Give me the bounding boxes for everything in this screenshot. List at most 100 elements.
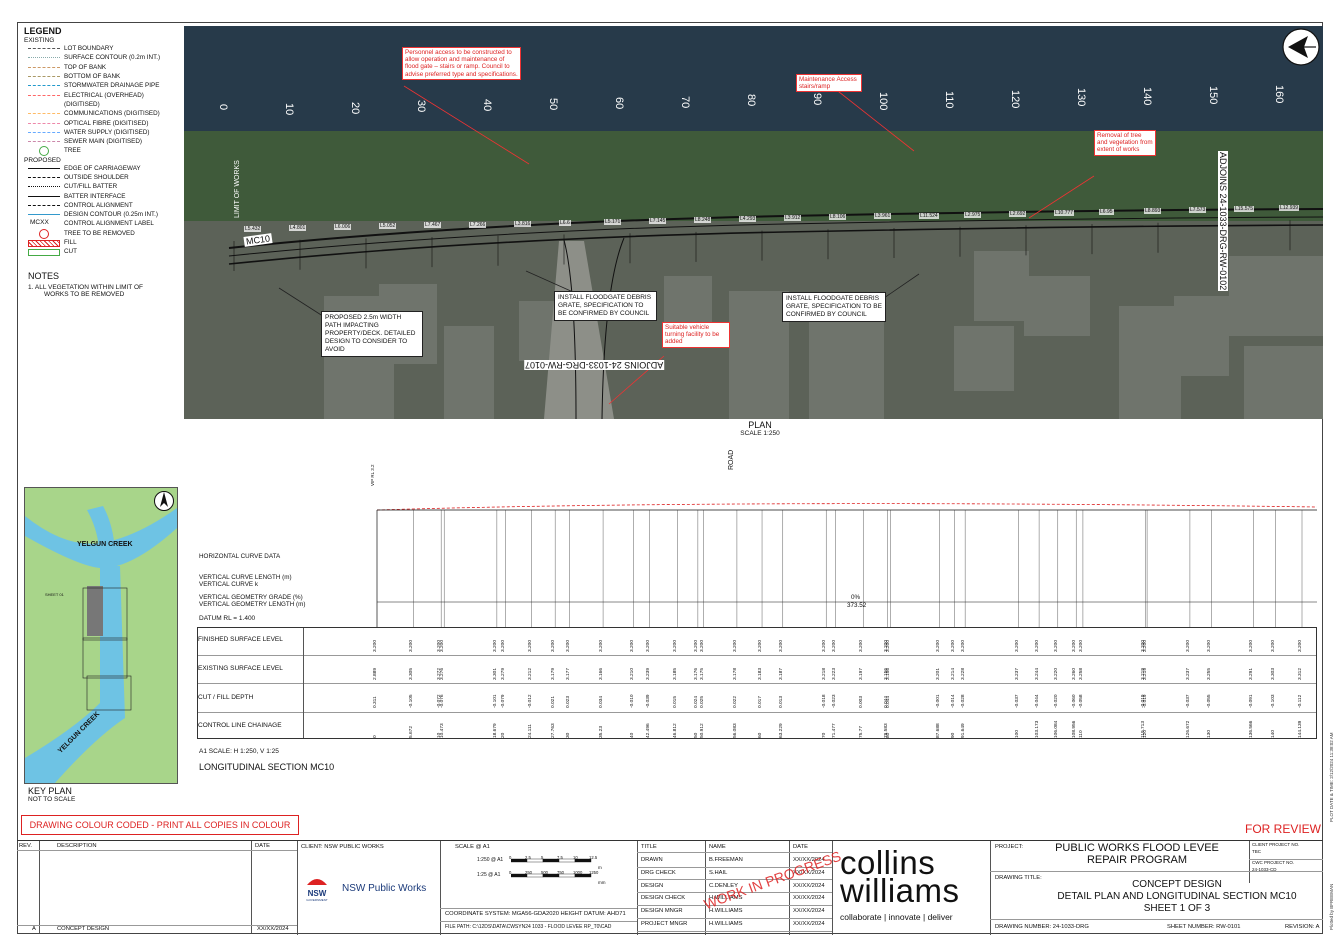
signoff-date: XX/XX/2024 bbox=[793, 895, 825, 902]
ls-value: 3.305 bbox=[409, 667, 415, 680]
scale-tick-label: 10 bbox=[573, 855, 578, 860]
creek-upper bbox=[25, 508, 177, 569]
ls-value: 3.200 bbox=[1207, 639, 1213, 652]
ls-value: 3.200 bbox=[645, 639, 651, 652]
label-vgrade: VERTICAL GEOMETRY GRADE (%) bbox=[199, 594, 303, 601]
plan-title-block: PLAN SCALE 1:250 bbox=[700, 420, 820, 437]
legend-label: CUT/FILL BATTER bbox=[64, 183, 118, 191]
ls-value: 0.021 bbox=[551, 695, 557, 708]
legend-symbol bbox=[24, 109, 64, 118]
ls-value: 3.223 bbox=[831, 667, 837, 680]
segment-label: L2.975 bbox=[964, 211, 982, 218]
ls-value: -0.103 bbox=[1271, 694, 1277, 708]
signoff-name: H.WILLIAMS bbox=[709, 908, 743, 915]
legend-label: CONTROL ALIGNMENT LABEL bbox=[64, 220, 154, 228]
signoff-name-header: NAME bbox=[709, 844, 726, 850]
label-hcurve: HORIZONTAL CURVE DATA bbox=[199, 553, 281, 560]
ls-value: 3.200 bbox=[1249, 639, 1255, 652]
ls-value: 50 bbox=[693, 732, 699, 738]
legend-item: SEWER MAIN (DIGITISED) bbox=[24, 137, 180, 146]
legend-label: OPTICAL FIBRE (DIGITISED) bbox=[64, 119, 149, 127]
legend-symbol bbox=[24, 63, 64, 72]
label-vcurve-length: VERTICAL CURVE LENGTH (m) bbox=[199, 574, 292, 581]
ls-value: 120 bbox=[1143, 729, 1149, 738]
ls-value: 35.23 bbox=[599, 725, 605, 738]
ls-value: 0.311 bbox=[373, 696, 378, 708]
ls-value: 3.166 bbox=[599, 667, 605, 680]
ls-value: 3.279 bbox=[501, 667, 507, 680]
ls-value: 3.200 bbox=[409, 639, 415, 652]
signoff-date: XX/XX/2024 bbox=[793, 908, 825, 915]
legend-title: LEGEND bbox=[24, 26, 62, 36]
plan-chainage-label: 70 bbox=[679, 95, 691, 108]
segment-label: L2.692 bbox=[1009, 210, 1027, 217]
legend-mcxx: MCXX bbox=[30, 219, 49, 227]
legend-label: ELECTRICAL (OVERHEAD) bbox=[64, 91, 144, 99]
legend-symbol bbox=[24, 100, 64, 109]
legend-symbol bbox=[24, 137, 64, 146]
legend-item: MCXX CONTROL ALIGNMENT LABEL bbox=[24, 219, 180, 228]
ls-value: 0.022 bbox=[732, 695, 738, 708]
ls-value: 0.024 bbox=[693, 695, 699, 708]
legend-item: (DIGITISED) bbox=[24, 100, 180, 109]
callout-personnel-access: Personnel access to be constructed to al… bbox=[402, 47, 521, 80]
site-highlight bbox=[87, 586, 103, 636]
nsw-logo-sub: GOVERNMENT bbox=[306, 898, 328, 902]
desc-value: CONCEPT DESIGN bbox=[57, 926, 110, 932]
signoff-role: PROJECT MNGR bbox=[641, 921, 688, 927]
ls-value: 0.025 bbox=[699, 695, 705, 708]
ls-value: -0.105 bbox=[409, 694, 415, 708]
legend-symbol bbox=[24, 44, 64, 53]
grade-value: 0% bbox=[851, 594, 861, 601]
row-chainage-label: CONTROL LINE CHAINAGE bbox=[198, 722, 282, 729]
legend-label: TREE bbox=[64, 147, 81, 155]
ls-value: -0.044 bbox=[1035, 694, 1041, 708]
scale-bars bbox=[511, 858, 592, 878]
ls-value: -0.112 bbox=[1298, 694, 1303, 708]
ls-value: 3.200 bbox=[935, 639, 941, 652]
ls-value: 87.688 bbox=[935, 723, 941, 738]
ls-value: 0 bbox=[373, 735, 378, 738]
legend-symbol bbox=[24, 146, 64, 157]
segment-label: L8.248 bbox=[694, 217, 712, 223]
segment-label: L6.006 bbox=[334, 224, 352, 231]
creek-label-1: YELGUN CREEK bbox=[77, 541, 133, 548]
scale-tick-label: 500 bbox=[541, 870, 548, 875]
ls-value: -0.012 bbox=[527, 694, 533, 708]
ls-value: 24.111 bbox=[527, 724, 533, 738]
drawing-title-line-1: CONCEPT DESIGN bbox=[1132, 879, 1222, 890]
client-project-no-label: CLIENT PROJECT NO. bbox=[1252, 842, 1300, 847]
ls-value: 3.200 bbox=[629, 639, 635, 652]
signoff-divider bbox=[637, 904, 832, 906]
scale-tick-label: 750 bbox=[557, 870, 564, 875]
segment-label: L15.575 bbox=[1234, 206, 1255, 213]
ls-value: 90 bbox=[950, 732, 956, 738]
legend-symbol bbox=[24, 247, 64, 257]
client-label: CLIENT: NSW PUBLIC WORKS bbox=[301, 844, 384, 850]
ls-value: 3.200 bbox=[758, 639, 764, 652]
ls-value: -0.037 bbox=[1014, 694, 1020, 708]
ls-value: 3.176 bbox=[693, 667, 699, 680]
note-floodgate-2: INSTALL FLOODGATE DEBRIS GRATE, SPECIFIC… bbox=[782, 292, 886, 322]
legend-symbol bbox=[24, 238, 64, 248]
ls-value: 103.173 bbox=[1035, 720, 1041, 738]
ls-value: 3.200 bbox=[961, 639, 967, 652]
sheet-number: SHEET NUMBER: RW-0101 bbox=[1167, 924, 1241, 930]
project-label: PROJECT: bbox=[995, 844, 1024, 850]
legend-item: DESIGN CONTOUR (0.25m INT.) bbox=[24, 210, 180, 219]
legend-label: (DIGITISED) bbox=[64, 100, 100, 108]
plan-chainage-label: 110 bbox=[943, 90, 955, 109]
signoff-name: B.FREEMAN bbox=[709, 857, 743, 863]
ls-value: 5.672 bbox=[409, 725, 415, 738]
legend-label: OUTSIDE SHOULDER bbox=[64, 174, 129, 181]
ls-value: 3.200 bbox=[693, 639, 699, 652]
ls-value: 3.200 bbox=[831, 639, 837, 652]
key-plan-sub: NOT TO SCALE bbox=[28, 796, 76, 803]
ls-value: -0.076 bbox=[440, 694, 446, 708]
ls-value: 71.477 bbox=[831, 723, 837, 738]
ls-value: 3.237 bbox=[1185, 667, 1191, 680]
revision: REVISION: A bbox=[1285, 924, 1320, 930]
rev-value: A bbox=[32, 926, 36, 932]
legend-item: OUTSIDE SHOULDER bbox=[24, 173, 180, 182]
legend-symbol: MCXX bbox=[24, 219, 64, 228]
